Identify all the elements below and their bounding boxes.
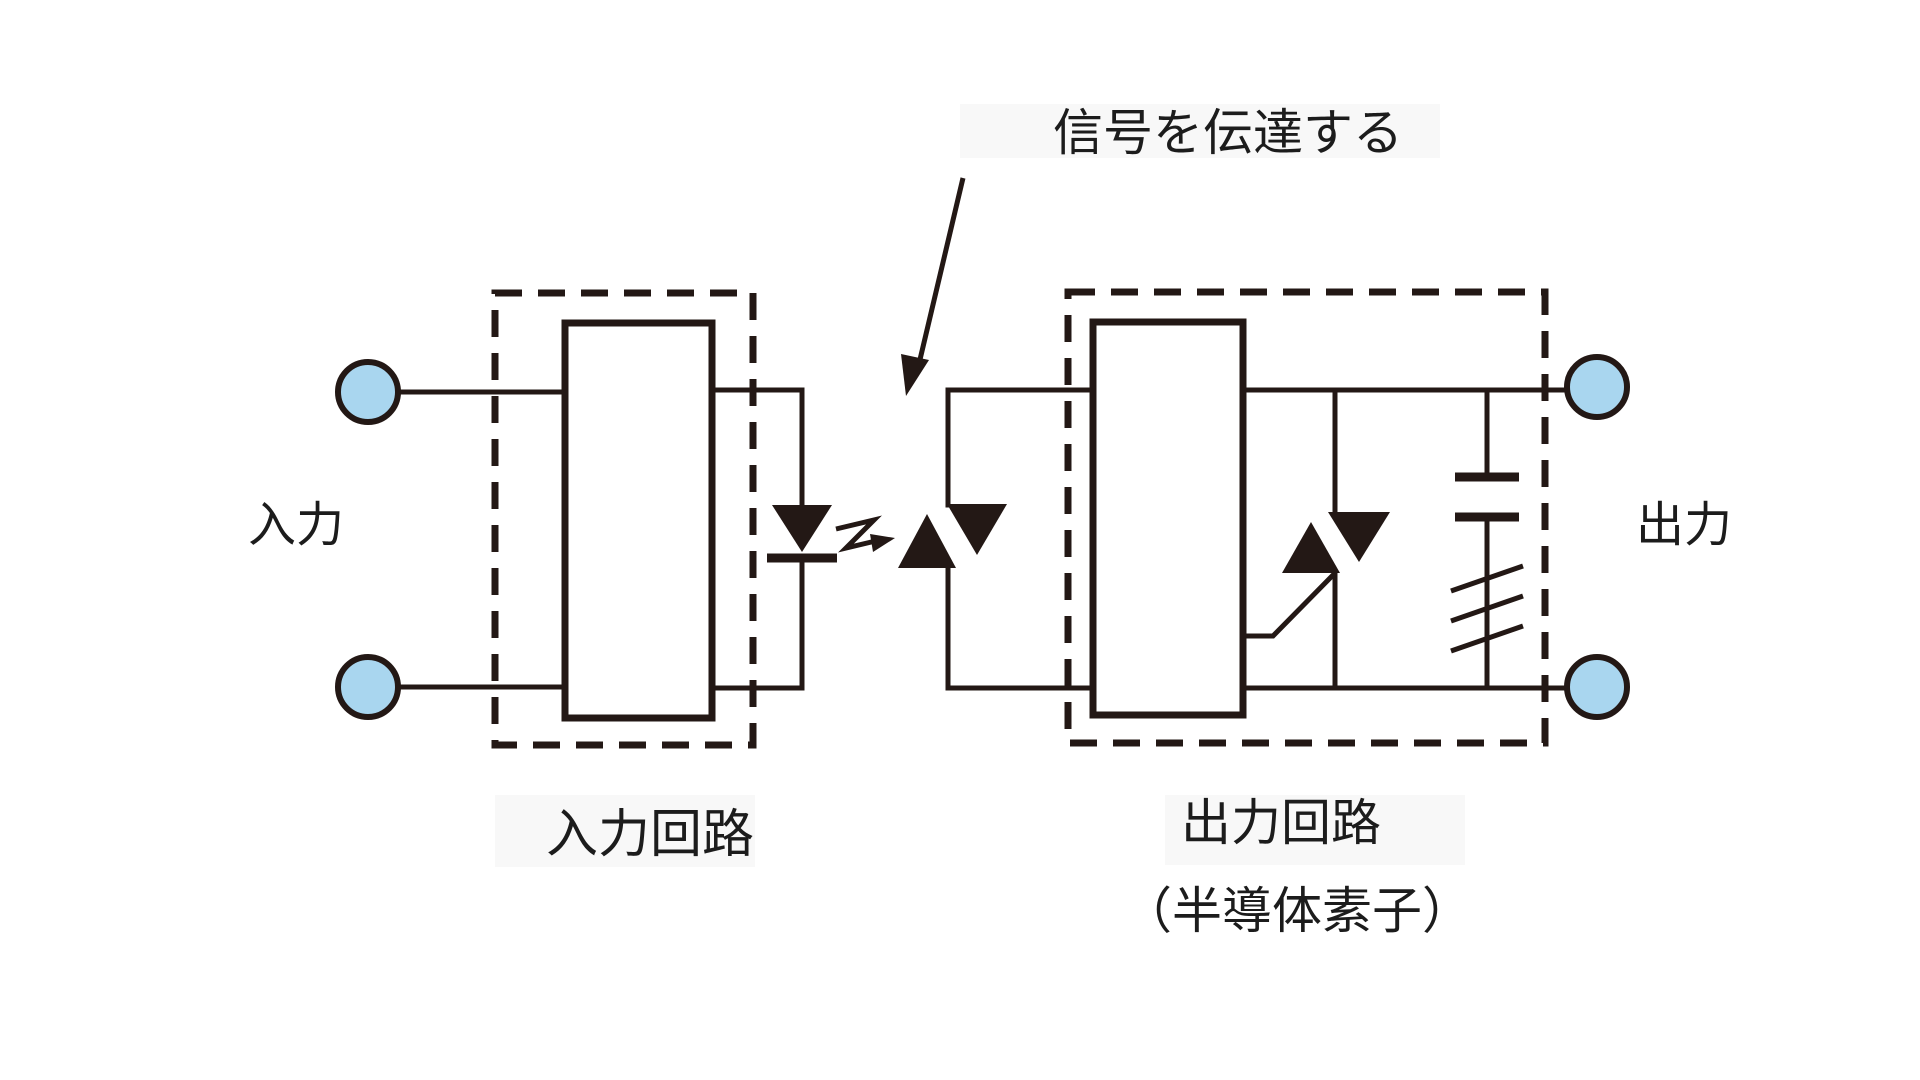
input-terminal-bottom bbox=[335, 654, 401, 720]
light-emission-icon bbox=[835, 515, 895, 553]
output-circuit-block bbox=[1089, 318, 1247, 719]
photodetector-icon bbox=[898, 504, 1007, 568]
input-label: 入力 bbox=[248, 497, 344, 553]
led-icon bbox=[767, 505, 837, 563]
capacitor-slash bbox=[1450, 563, 1524, 594]
output-circuit-dashed-box bbox=[1064, 288, 1549, 747]
detector-top-wire bbox=[945, 387, 1096, 508]
input-circuit-block bbox=[561, 319, 716, 722]
input-circuit-dashed-box bbox=[491, 289, 757, 749]
output-circuit-note-label: （半導体素子） bbox=[1122, 882, 1472, 940]
annotation-arrow-line bbox=[915, 177, 966, 369]
triac-gate-lead bbox=[1240, 570, 1338, 639]
capacitor-slash bbox=[1450, 593, 1524, 624]
detector-triangle-up bbox=[898, 514, 956, 568]
annotation-arrow-icon bbox=[901, 177, 966, 396]
detector-triangle-down bbox=[947, 504, 1007, 555]
label-backdrop bbox=[1165, 795, 1465, 865]
output-circuit-label: 出力回路 bbox=[1181, 794, 1381, 852]
label-backdrop bbox=[960, 104, 1440, 158]
light-zigzag bbox=[835, 515, 885, 553]
light-arrowhead bbox=[870, 534, 895, 552]
annotation-arrowhead bbox=[901, 354, 929, 396]
triac-icon bbox=[1282, 512, 1390, 573]
led-triangle bbox=[772, 505, 832, 552]
input-terminal-top bbox=[335, 359, 401, 425]
triac-triangle-up bbox=[1282, 522, 1340, 573]
detector-bottom-wire bbox=[945, 565, 1096, 691]
led-branch-wire bbox=[709, 387, 805, 691]
capacitor-icon bbox=[1450, 472, 1524, 654]
label-backdrop bbox=[495, 795, 755, 867]
output-label: 出力 bbox=[1636, 497, 1732, 553]
annotation-label: 信号を伝達する bbox=[1053, 104, 1403, 162]
triac-triangle-down bbox=[1328, 512, 1390, 562]
output-terminal-bottom bbox=[1564, 654, 1630, 720]
input-circuit-label: 入力回路 bbox=[546, 805, 754, 865]
output-terminal-top bbox=[1564, 354, 1630, 420]
capacitor-slash bbox=[1450, 623, 1524, 654]
